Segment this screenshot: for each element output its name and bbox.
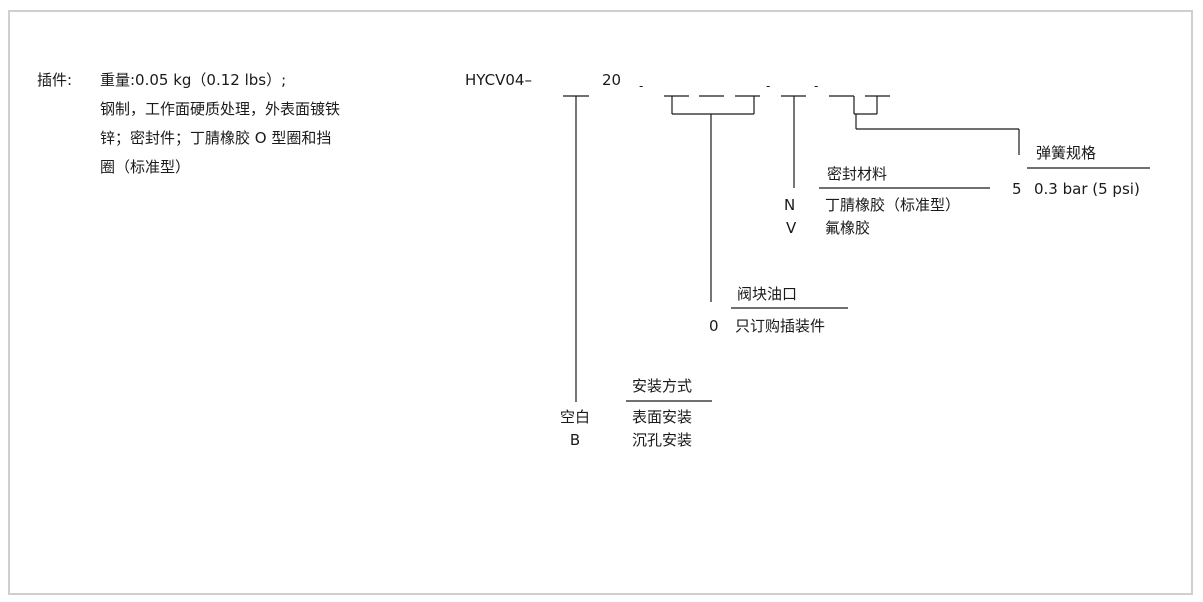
mount-option-desc: 表面安装 — [632, 408, 693, 426]
mount-option-code: B — [569, 431, 581, 449]
seal-option-desc: 氟橡胶 — [825, 219, 871, 237]
code-dash: - — [639, 79, 644, 93]
insert-desc-line: 锌；密封件；丁腈橡胶 O 型圈和挡 — [100, 129, 332, 147]
seal-option-code: N — [784, 196, 796, 214]
seal-header: 密封材料 — [827, 165, 888, 183]
insert-weight: 重量:0.05 kg（0.12 lbs）; — [100, 71, 287, 89]
mount-option-code: 空白 — [559, 408, 590, 426]
code-dash: - — [766, 79, 771, 93]
insert-desc-line: 圈（标准型） — [100, 158, 191, 176]
spring-header: 弹簧规格 — [1036, 144, 1097, 162]
port-option-code: 0 — [709, 317, 719, 335]
model-prefix: HYCV04– — [465, 71, 532, 89]
insert-label: 插件: — [37, 71, 73, 89]
diagram-frame — [8, 10, 1193, 595]
code-dash: - — [814, 79, 819, 93]
spring-option-desc: 0.3 bar (5 psi) — [1034, 180, 1140, 198]
model-size: 20 — [602, 71, 622, 89]
mount-option-desc: 沉孔安装 — [632, 431, 693, 449]
spring-option-code: 5 — [1012, 180, 1022, 198]
insert-desc-line: 钢制，工作面硬质处理，外表面镀铁 — [100, 100, 341, 118]
port-option-desc: 只订购插装件 — [735, 317, 826, 335]
seal-option-desc: 丁腈橡胶（标准型） — [825, 196, 961, 214]
port-header: 阀块油口 — [737, 285, 798, 303]
mount-header: 安装方式 — [632, 377, 693, 395]
seal-option-code: V — [786, 219, 797, 237]
